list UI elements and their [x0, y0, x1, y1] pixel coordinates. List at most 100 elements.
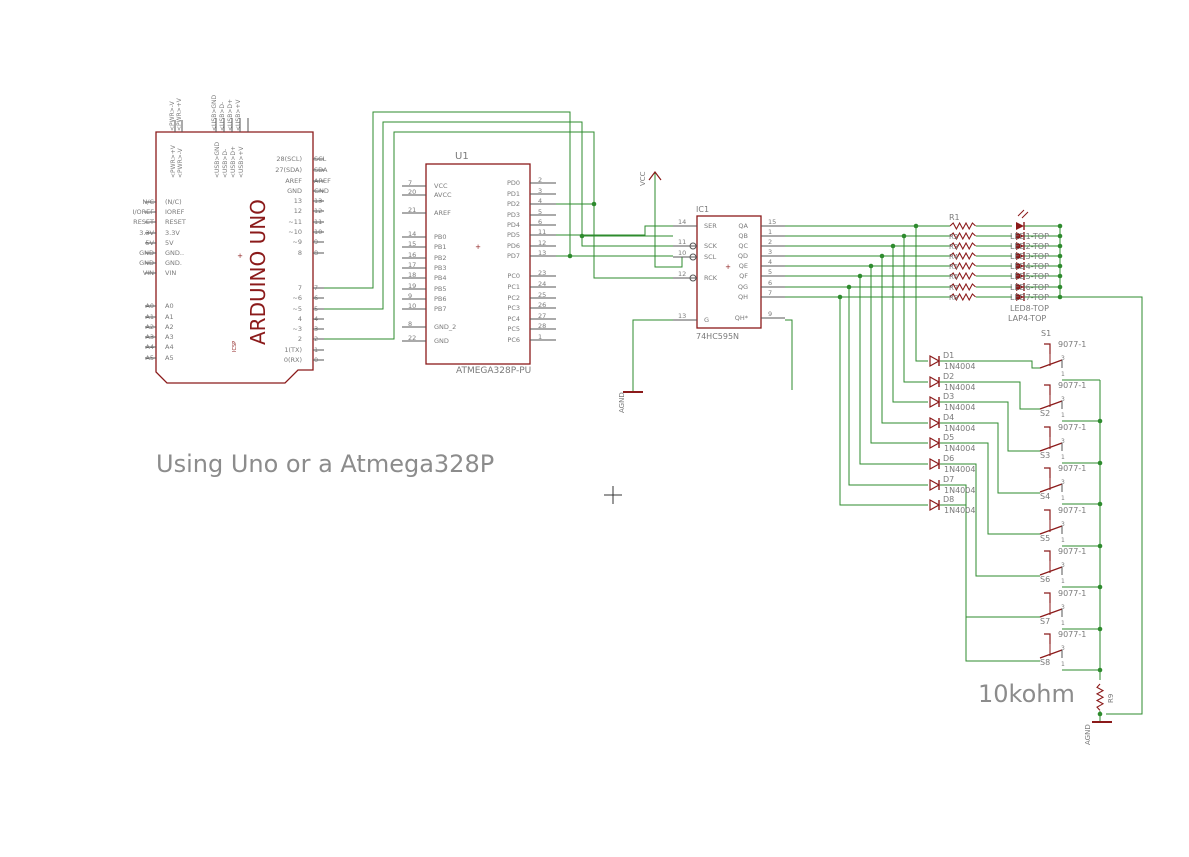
uno-right-pin-label: 5 [314, 305, 318, 313]
switch-pin-num: 3 [1061, 396, 1065, 403]
clock-bubble [689, 242, 697, 250]
uno-pwr-inner-label: <PWR>-V [177, 147, 184, 178]
resistor [949, 271, 976, 281]
clock-bubble [689, 253, 697, 261]
uno-left-inner-label: A0 [165, 302, 174, 310]
switch-pin-num: 1 [1061, 537, 1065, 544]
shift-left-pin-name: SCL [704, 253, 717, 261]
uno-usb-inner-label: <USB>D+ [230, 146, 237, 178]
atmega-value: ATMEGA328P-PU [456, 366, 531, 376]
uno-right-pin-label: 10 [314, 228, 322, 236]
net-vcc-link [654, 226, 683, 268]
mcu-left-pin-name: PB6 [434, 295, 447, 303]
switch-value: 9077-1 [1058, 423, 1086, 432]
mcu-right-pin-name: PD0 [507, 179, 520, 187]
mcu-left-pin-num: 20 [408, 188, 416, 196]
shift-left-pin-num: 11 [678, 238, 686, 246]
mcu-right-pin-num: 2 [538, 176, 542, 184]
uno-left-pin-label: 5V [145, 239, 154, 247]
uno-right-pin-label: 4 [314, 315, 318, 323]
switch-name: S6 [1040, 575, 1050, 584]
resistor [949, 231, 976, 241]
mcu-left-pin-name: PB1 [434, 243, 447, 251]
led-symbol [1016, 272, 1024, 280]
mcu-left-pin-num: 10 [408, 302, 416, 310]
junction-dot [591, 201, 597, 207]
mcu-right-pin-num: 27 [538, 312, 546, 320]
shift-right-pin-num: 9 [768, 310, 772, 318]
shift-right-pin-name: QA [738, 222, 748, 230]
diode-name: D3 [943, 392, 954, 401]
shift-left-pin-name: RCK [704, 274, 718, 282]
mcu-right-pin-name: PD5 [507, 231, 520, 239]
mcu-right-pin-name: PD7 [507, 252, 520, 260]
shift-right-pin-num: 15 [768, 218, 776, 226]
junction-dot [879, 253, 885, 259]
note-resistor-value: 10kohm [978, 680, 1075, 708]
diode-symbol [929, 478, 941, 492]
uno-left-inner-label: VIN [165, 269, 176, 277]
led-symbol [1016, 283, 1024, 291]
switch-pin-num: 1 [1061, 454, 1065, 461]
switch-pin-num: 1 [1061, 412, 1065, 419]
led-label: LED7-TOP [1010, 293, 1049, 302]
uno-right-pin-label: GND [314, 187, 329, 195]
junction-dot [868, 263, 874, 269]
mcu-right-pin-num: 12 [538, 239, 546, 247]
uno-right-inner-label: 2 [298, 335, 302, 343]
uno-right-pin-label: 9 [314, 238, 318, 246]
mcu-left-pin-num: 8 [408, 320, 412, 328]
led-label: LED6-TOP [1010, 283, 1049, 292]
mcu-right-pin-num: 25 [538, 291, 546, 299]
shift-right-pin-num: 4 [768, 258, 772, 266]
atmega328p-body [425, 163, 531, 365]
uno-left-pin-label: A3 [145, 333, 154, 341]
junction-dot [901, 233, 907, 239]
switch-bracket [1044, 426, 1051, 437]
diode-value: 1N4004 [944, 424, 975, 433]
junction-dot [1057, 263, 1063, 269]
uno-right-pin-label: 8 [314, 249, 318, 257]
resistor-label: R6 [949, 273, 959, 281]
junction-dot [579, 233, 585, 239]
mcu-left-pin-num: 16 [408, 251, 416, 259]
net-qh-star [785, 319, 793, 390]
resistor-label: R8 [949, 294, 958, 302]
net-wires [324, 111, 1143, 722]
diode-name: D4 [943, 413, 954, 422]
mcu-left-pin-name: PB3 [434, 264, 447, 272]
led-symbol [1016, 252, 1024, 260]
s1-name: S1 [1041, 329, 1051, 338]
net-diode-switch [940, 422, 1040, 494]
uno-right-pin-label: SDA [314, 166, 328, 174]
switch-lever [1039, 649, 1063, 659]
diode-name: D5 [943, 433, 954, 442]
mcu-right-pin-num: 4 [538, 197, 542, 205]
resistor [949, 282, 976, 292]
resistor-label: R4 [949, 253, 959, 261]
agnd-label-right: AGND [1084, 724, 1092, 745]
uno-right-pin-label: AREF [314, 177, 331, 185]
uno-left-inner-label: A3 [165, 333, 174, 341]
net-diode-switch [940, 504, 1040, 662]
uno-usb-top-label: <USB>+V [235, 99, 242, 131]
uno-right-inner-label: 7 [298, 284, 302, 292]
lap4-label: LAP4-TOP [1008, 314, 1046, 323]
uno-left-pin-label: A2 [145, 323, 154, 331]
diode-name: D7 [943, 475, 954, 484]
switch-lever [1039, 483, 1063, 493]
led-symbol [1016, 222, 1024, 230]
led-label: LED4-TOP [1010, 262, 1049, 271]
switch-bracket [1044, 592, 1051, 603]
switch-lever [1039, 442, 1063, 452]
junction-dot [1097, 711, 1103, 717]
mcu-right-pin-num: 13 [538, 249, 546, 257]
mcu-right-pin-name: PC0 [507, 272, 520, 280]
junction-dot [1057, 284, 1063, 290]
r1-ref: R1 [949, 213, 960, 222]
led-symbol [1016, 232, 1024, 240]
uno-left-pin-label: A1 [145, 313, 154, 321]
uno-right-inner-label: ~10 [288, 228, 302, 236]
uno-right-pin-label: SCL [314, 155, 327, 163]
